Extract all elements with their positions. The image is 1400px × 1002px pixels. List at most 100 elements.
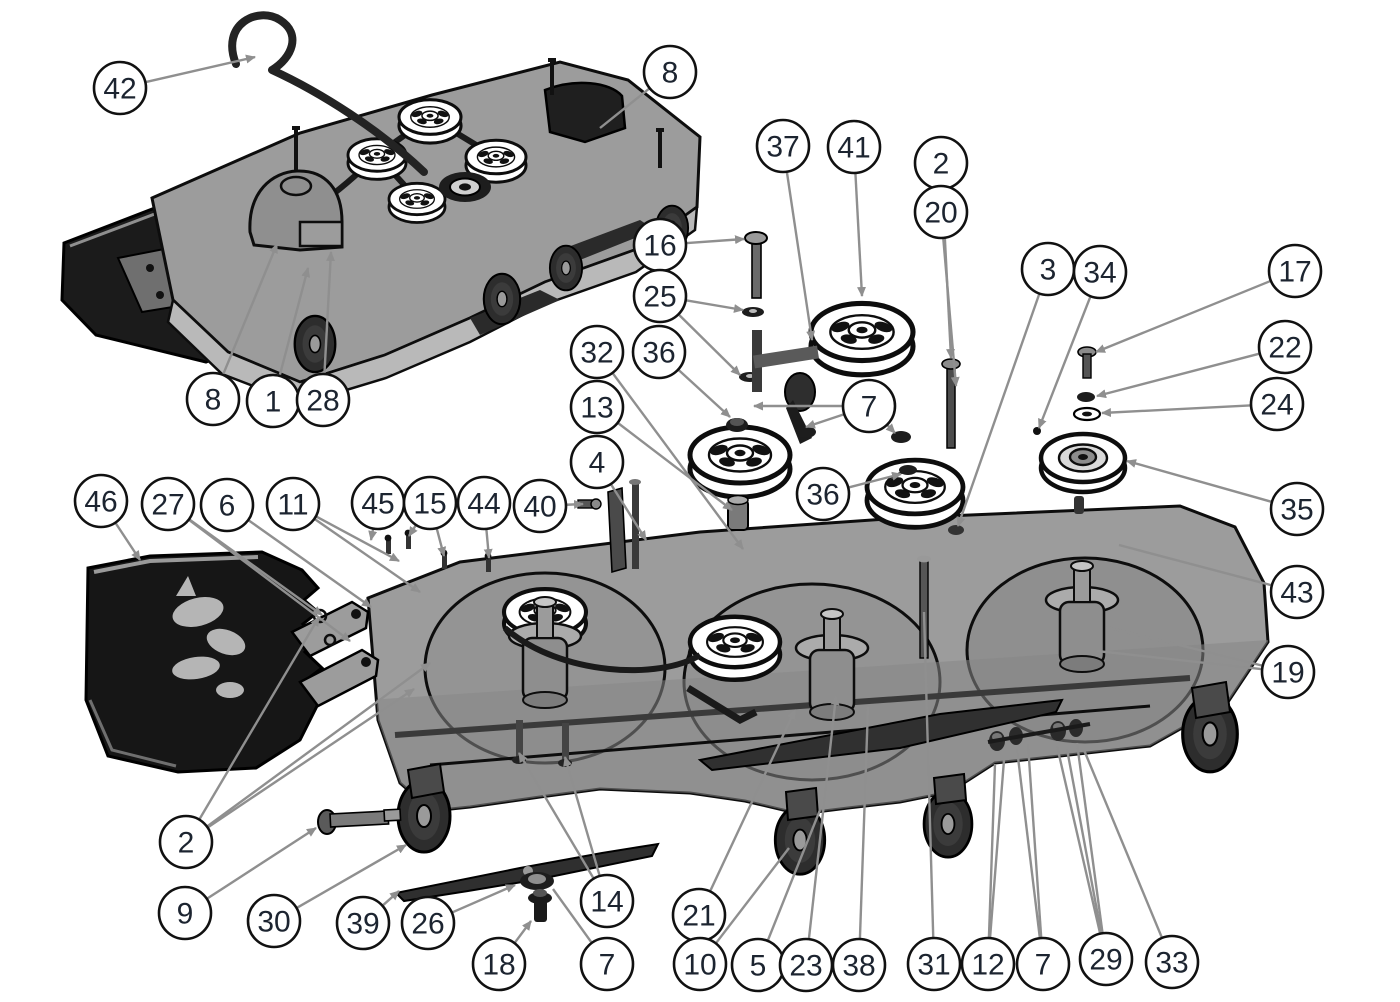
callout-7: 7 <box>841 378 897 434</box>
leader-line-1 <box>278 267 311 376</box>
callout-number: 32 <box>580 337 613 370</box>
callout-25: 25 <box>632 268 688 324</box>
callout-number: 44 <box>467 488 500 521</box>
leader-line-15 <box>435 528 447 557</box>
callout-number: 2 <box>933 148 950 181</box>
callout-38: 38 <box>831 937 887 993</box>
leader-line-27 <box>188 519 351 642</box>
callout-number: 15 <box>413 488 446 521</box>
callout-1: 1 <box>245 373 301 429</box>
callout-number: 23 <box>789 950 822 983</box>
leader-line-12 <box>987 763 997 938</box>
leader-line-11 <box>314 518 421 593</box>
callout-8: 8 <box>642 44 698 100</box>
callout-circle <box>158 814 214 870</box>
callout-circle <box>157 885 213 941</box>
callout-40: 40 <box>512 478 568 534</box>
callout-number: 9 <box>177 898 194 931</box>
callout-circle <box>579 936 635 992</box>
callout-number: 18 <box>482 949 515 982</box>
callout-6: 6 <box>199 477 255 533</box>
callout-circle <box>402 475 458 531</box>
callout-circle <box>265 476 321 532</box>
leader-line-25 <box>686 299 744 313</box>
leader-line-26 <box>452 883 516 914</box>
callout-number: 36 <box>642 337 675 370</box>
callout-number: 45 <box>361 488 394 521</box>
leader-line-34 <box>1037 296 1092 429</box>
callout-number: 34 <box>1083 257 1116 290</box>
callout-24: 24 <box>1249 376 1305 432</box>
callout-36: 36 <box>631 324 687 380</box>
leader-line-10 <box>715 847 790 944</box>
callout-circle <box>400 895 456 951</box>
callout-number: 30 <box>257 906 290 939</box>
exploded-deck <box>317 231 1270 922</box>
callout-number: 39 <box>346 908 379 941</box>
callout-number: 8 <box>205 384 222 417</box>
callout-39: 39 <box>335 895 391 951</box>
callout-number: 20 <box>924 197 957 230</box>
callout-number: 29 <box>1089 944 1122 977</box>
leader-line-6 <box>248 519 372 608</box>
callout-3: 3 <box>1020 241 1076 297</box>
leader-line-13 <box>617 422 733 511</box>
callout-circle <box>1269 564 1325 620</box>
leader-line-41 <box>854 173 867 297</box>
callout-number: 5 <box>750 950 767 983</box>
leader-line-4 <box>610 484 648 541</box>
callout-number: 13 <box>580 392 613 425</box>
assembled-deck <box>60 11 702 406</box>
callout-10: 10 <box>672 936 728 992</box>
callout-number: 7 <box>599 949 616 982</box>
belt-tool <box>228 11 428 176</box>
callout-17: 17 <box>1267 243 1323 299</box>
callout-number: 12 <box>971 949 1004 982</box>
callout-circle <box>569 379 625 435</box>
callout-number: 35 <box>1280 494 1313 527</box>
callout-circle <box>795 466 851 522</box>
callout-42: 42 <box>92 60 148 116</box>
callout-29: 29 <box>1078 931 1134 987</box>
leader-line-2 <box>207 688 415 828</box>
leader-line-33 <box>1082 749 1163 938</box>
callout-2: 2 <box>158 814 214 870</box>
callout-circle <box>1260 644 1316 700</box>
callout-number: 11 <box>277 489 308 522</box>
callout-31: 31 <box>906 936 962 992</box>
leader-line-7 <box>1026 743 1043 938</box>
callout-23: 23 <box>778 937 834 993</box>
callout-circle <box>456 475 512 531</box>
callout-number: 10 <box>683 949 716 982</box>
callout-19: 19 <box>1260 644 1316 700</box>
leader-line-45 <box>368 529 378 541</box>
leader-line-9 <box>206 826 317 900</box>
callout-28: 28 <box>295 372 351 428</box>
leader-line-5 <box>766 809 822 941</box>
callout-26: 26 <box>400 895 456 951</box>
callout-circle <box>831 937 887 993</box>
callout-22: 22 <box>1257 319 1313 375</box>
idler-pulley-35 <box>1038 431 1128 495</box>
callout-number: 7 <box>1035 949 1052 982</box>
leader-line-37 <box>785 172 816 341</box>
callout-number: 14 <box>590 886 623 919</box>
callout-circle <box>906 936 962 992</box>
leader-line-17 <box>1095 280 1271 354</box>
callout-circle <box>1144 934 1200 990</box>
callout-33: 33 <box>1144 934 1200 990</box>
leader-line-7 <box>1015 748 1041 938</box>
callout-16: 16 <box>632 217 688 273</box>
callout-number: 1 <box>265 386 282 419</box>
callout-circle <box>140 476 196 532</box>
callout-circle <box>631 324 687 380</box>
callout-7: 7 <box>579 936 635 992</box>
callout-32: 32 <box>569 324 625 380</box>
callout-circle <box>1249 376 1305 432</box>
callout-circle <box>246 893 302 949</box>
leader-line-29 <box>1065 748 1103 933</box>
callout-13: 13 <box>569 379 625 435</box>
callout-circle <box>185 371 241 427</box>
